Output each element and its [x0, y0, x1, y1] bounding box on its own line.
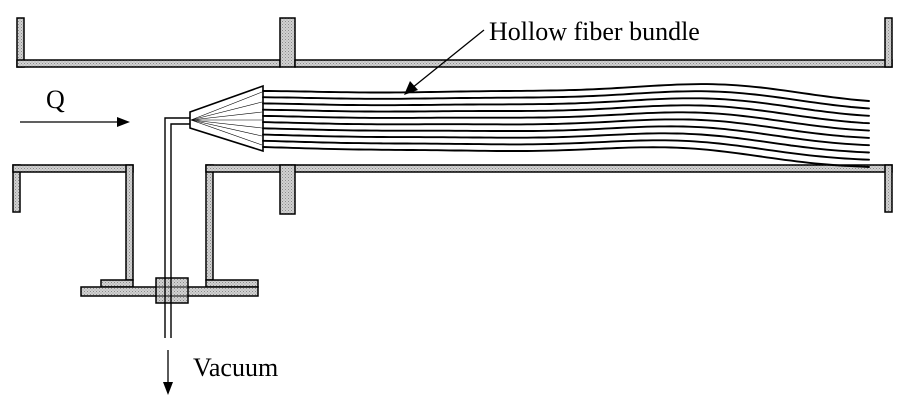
vacuum-fitting	[155, 277, 189, 304]
potting-cone	[189, 84, 264, 153]
top-flange	[279, 17, 296, 68]
fiber-strand	[262, 111, 870, 132]
top-wall	[16, 17, 893, 68]
fiber-strand	[262, 132, 870, 154]
fiber-strand	[262, 139, 870, 161]
bottom-wall	[12, 164, 893, 304]
fiber-strand	[262, 118, 870, 139]
fiber-strand	[262, 104, 870, 125]
hollow-fiber-bundle-label: Hollow fiber bundle	[489, 17, 700, 46]
inlet-port-left-wall	[125, 164, 134, 281]
inlet-port-right-wall	[205, 164, 214, 281]
flow-rate-label: Q	[46, 85, 65, 114]
top-wall-right-end	[884, 17, 893, 68]
fiber-strand	[262, 83, 870, 102]
bundle-callout-arrow	[404, 29, 485, 95]
fiber-strand	[262, 90, 870, 110]
inlet-port-right-foot	[205, 279, 259, 288]
vacuum-label: Vacuum	[193, 353, 278, 382]
fiber-strand	[262, 97, 870, 117]
vacuum-arrow	[163, 350, 173, 395]
hollow-fiber-bundle	[262, 83, 870, 168]
bottom-wall-left-top	[12, 164, 134, 173]
bottom-wall-right-end	[884, 164, 893, 213]
bottom-flange	[279, 164, 296, 215]
flow-arrow	[20, 117, 130, 127]
inlet-port-left-foot	[100, 279, 134, 288]
fiber-strand	[262, 146, 870, 168]
vacuum-tube	[164, 117, 191, 338]
top-wall-right-section	[294, 59, 893, 68]
top-wall-left-section	[16, 59, 281, 68]
bottom-wall-right-section	[205, 164, 893, 173]
fiber-strand	[262, 125, 870, 147]
